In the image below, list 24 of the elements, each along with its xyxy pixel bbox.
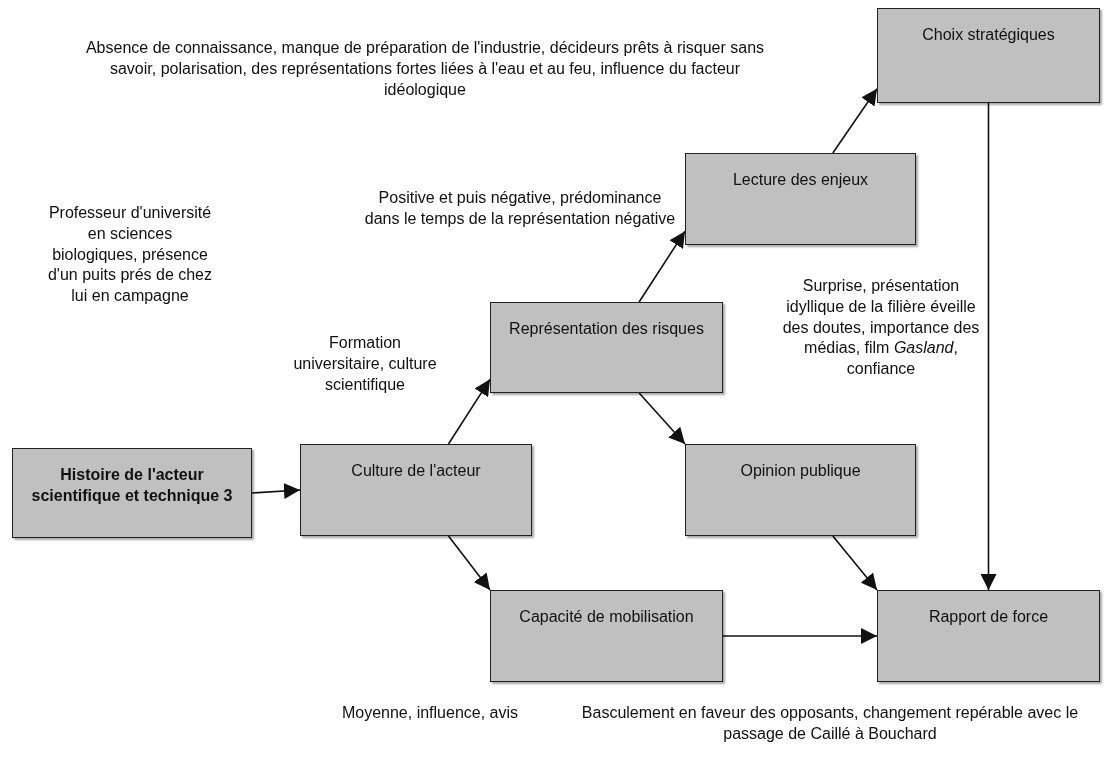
process-box: Lecture des enjeux	[685, 153, 916, 245]
process-box: Rapport de force	[877, 590, 1100, 682]
process-box: Culture de l'acteur	[300, 444, 532, 536]
arrow	[638, 392, 686, 445]
arrow	[722, 628, 878, 644]
process-box: Représentation des risques	[490, 302, 723, 393]
process-box: Opinion publique	[685, 444, 916, 536]
process-box: Choix stratégiques	[877, 8, 1100, 103]
arrow	[251, 483, 301, 499]
annotation-text: Absence de connaissance, manque de préparation de l'industrie, décideurs prêts à risquer sans savoir, polarisation, des représentations fortes liées à l'eau et au feu, influence du facteur idéologique	[84, 38, 766, 100]
annotation-text: Moyenne, influence, avis	[340, 703, 520, 723]
arrow	[447, 378, 491, 445]
annotation-text: Surprise, présentation idyllique de la filière éveille des doutes, importance des médias, film Gasland, confiance	[781, 276, 981, 380]
arrow	[832, 535, 878, 591]
annotation-text: Professeur d'université en sciences biologiques, présence d'un puits prés de chez lui en campagne	[46, 203, 213, 307]
arrow	[447, 535, 491, 591]
arrow	[638, 230, 686, 303]
process-box: Histoire de l'acteur scientifique et technique 3	[12, 448, 252, 538]
annotation-text: Basculement en faveur des opposants, changement repérable avec le passage de Caillé à Bouchard	[580, 703, 1080, 744]
annotation-text: Formation universitaire, culture scientifique	[292, 333, 438, 395]
annotation-text: Positive et puis négative, prédominance dans le temps de la représentation négative	[363, 188, 677, 229]
process-box: Capacité de mobilisation	[490, 590, 723, 682]
arrow	[832, 87, 878, 154]
arrow	[980, 102, 997, 591]
